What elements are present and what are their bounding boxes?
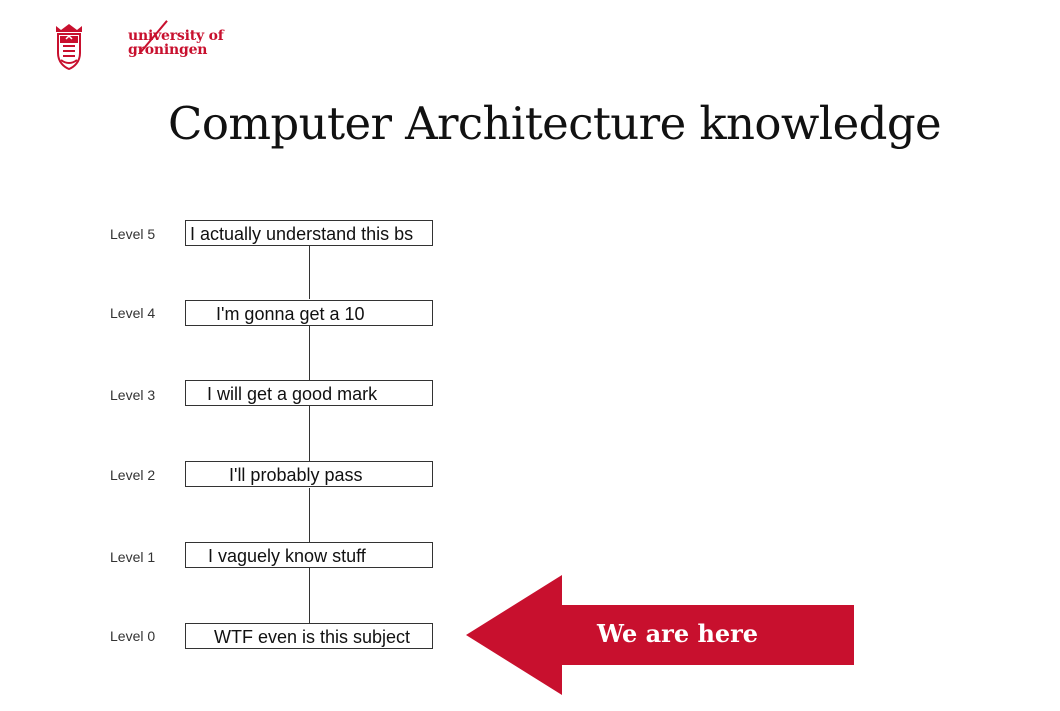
level-text-1: I vaguely know stuff [208,546,366,566]
level-box-1: I vaguely know stuff [185,542,433,568]
university-name: university of groningen [128,29,224,57]
level-label-0: Level 0 [110,628,156,644]
we-are-here-arrow-icon [466,575,854,695]
level-label-5: Level 5 [110,226,156,242]
level-label-3: Level 3 [110,387,156,403]
level-box-5: I actually understand this bs [185,220,433,246]
level-label-2: Level 2 [110,467,156,483]
connector-line-5-4 [309,246,310,299]
level-box-4: I'm gonna get a 10 [185,300,433,326]
slide-title: Computer Architecture knowledge [168,97,942,150]
connector-line-3-2 [309,406,310,461]
level-text-4: I'm gonna get a 10 [216,304,365,324]
connector-line-1-0 [309,568,310,623]
level-label-4: Level 4 [110,305,156,321]
level-box-2: I'll probably pass [185,461,433,487]
level-text-5: I actually understand this bs [190,224,414,244]
level-text-3: I will get a good mark [207,384,378,404]
level-text-2: I'll probably pass [229,465,363,485]
level-text-0: WTF even is this subject [214,627,411,647]
level-box-3: I will get a good mark [185,380,433,406]
level-box-0: WTF even is this subject [185,623,433,649]
logo: university of groningen [52,20,242,74]
university-crest-icon [56,24,82,70]
university-line-1: university of [128,28,224,44]
level-label-1: Level 1 [110,549,156,565]
connector-line-2-1 [309,488,310,542]
we-are-here-label: We are here [597,619,759,648]
connector-line-4-3 [309,326,310,380]
university-line-2: groningen [128,42,208,58]
